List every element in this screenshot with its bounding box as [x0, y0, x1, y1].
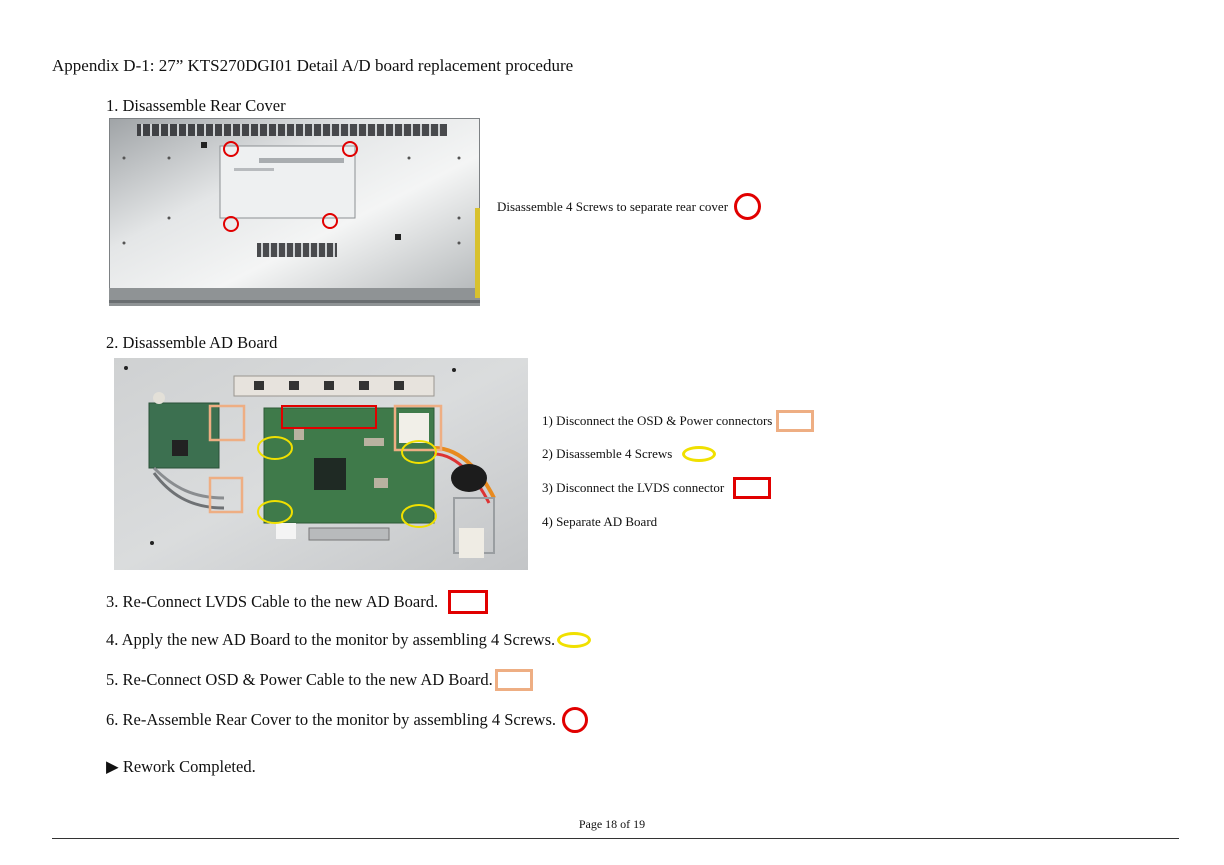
- step-2-note-3: 3) Disconnect the LVDS connector: [542, 477, 772, 499]
- red-rect-icon: [448, 590, 489, 614]
- footer-divider: [52, 838, 1179, 839]
- yellow-oval-icon: [682, 446, 717, 462]
- screw-marker: [257, 436, 293, 460]
- step-2-heading: 2. Disassemble AD Board: [106, 333, 278, 352]
- step-2-note-4: 4) Separate AD Board: [542, 514, 658, 529]
- step-2-note-2: 2) Disassemble 4 Screws: [542, 446, 717, 462]
- step-2-note-1: 1) Disconnect the OSD & Power connectors: [542, 410, 815, 432]
- screw-marker: [223, 216, 239, 232]
- screw-marker: [257, 500, 293, 524]
- red-rect-icon: [733, 477, 772, 499]
- step-1-note: Disassemble 4 Screws to separate rear co…: [497, 193, 762, 220]
- yellow-oval-icon: [557, 632, 592, 648]
- screw-marker: [401, 504, 437, 528]
- red-circle-icon: [562, 707, 589, 733]
- step-2-note-1-text: 1) Disconnect the OSD & Power connectors: [542, 413, 773, 428]
- step-4: 4. Apply the new AD Board to the monitor…: [106, 630, 592, 650]
- step-1-note-text: Disassemble 4 Screws to separate rear co…: [497, 198, 729, 214]
- page-number: Page 18 of 19: [578, 817, 646, 831]
- step-4-text: 4. Apply the new AD Board to the monitor…: [106, 630, 556, 649]
- step-2-note-3-text: 3) Disconnect the LVDS connector: [542, 480, 725, 495]
- step-6: 6. Re-Assemble Rear Cover to the monitor…: [106, 707, 589, 733]
- screw-marker: [342, 141, 358, 157]
- step-1-heading: 1. Disassemble Rear Cover: [106, 96, 286, 115]
- step-3: 3. Re-Connect LVDS Cable to the new AD B…: [106, 590, 489, 614]
- screw-marker: [322, 213, 338, 229]
- page-title: Appendix D-1: 27” KTS270DGI01 Detail A/D…: [52, 56, 574, 75]
- orange-rect-icon: [494, 669, 533, 691]
- step-5: 5. Re-Connect OSD & Power Cable to the n…: [106, 669, 533, 691]
- connector-marker: [208, 476, 244, 514]
- step-2-note-2-text: 2) Disassemble 4 Screws: [542, 446, 673, 461]
- rework-completed: ▶ Rework Completed.: [106, 757, 256, 776]
- lvds-connector-marker: [281, 405, 377, 429]
- step-6-text: 6. Re-Assemble Rear Cover to the monitor…: [106, 710, 557, 729]
- screw-marker: [401, 440, 437, 464]
- step-3-text: 3. Re-Connect LVDS Cable to the new AD B…: [106, 592, 439, 611]
- power-connector-marker: [393, 404, 443, 452]
- ad-board-photo: [114, 358, 528, 570]
- step-5-text: 5. Re-Connect OSD & Power Cable to the n…: [106, 670, 493, 689]
- rear-cover-photo: [109, 118, 480, 306]
- orange-rect-icon: [776, 410, 815, 432]
- osd-connector-marker: [208, 404, 246, 442]
- red-circle-icon: [734, 193, 762, 220]
- screw-marker: [223, 141, 239, 157]
